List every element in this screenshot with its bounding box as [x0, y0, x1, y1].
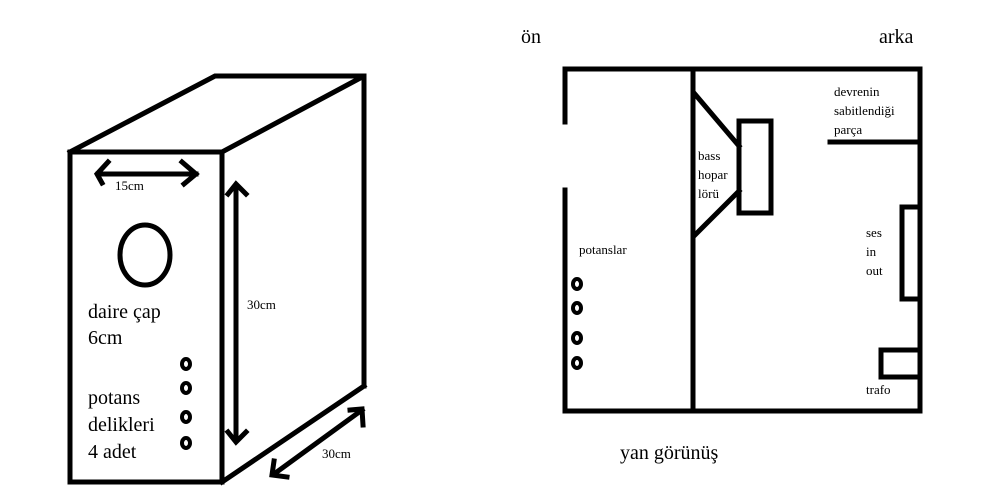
pot-icon: [571, 356, 583, 370]
audio-io-jack-icon: [899, 204, 923, 302]
board-label-line3: parça: [834, 122, 862, 137]
pot-hole-icon: [180, 357, 192, 371]
transformer-label: trafo: [866, 382, 891, 397]
box-3d: 15cm 30cm 30cm daire çap 6cm potans deli…: [66, 73, 368, 486]
side-view: ön arka bass hopar lörü devrenin sabitle…: [521, 26, 923, 464]
speaker-label-line2: hopar: [698, 167, 728, 182]
speaker-label-line3: lörü: [698, 186, 719, 201]
transformer-icon: [878, 347, 923, 380]
holes-note-line3: 4 adet: [88, 441, 137, 463]
speaker-label-line1: bass: [698, 148, 720, 163]
width-arrow-icon: [93, 158, 200, 188]
bass-speaker-icon: [690, 89, 774, 240]
io-label-line1: ses: [866, 225, 882, 240]
width-label: 15cm: [115, 178, 144, 193]
height-arrow-icon: [224, 180, 250, 446]
pot-icon: [571, 277, 583, 291]
holes-note-line2: delikleri: [88, 414, 155, 436]
circle-note-line2: 6cm: [88, 327, 123, 349]
front-label: ön: [521, 26, 541, 48]
height-label: 30cm: [247, 297, 276, 312]
pot-icon: [571, 301, 583, 315]
depth-arrow-icon: [269, 406, 366, 480]
box-top-face: [66, 73, 366, 156]
holes-note-line1: potans: [88, 387, 140, 409]
io-label-line3: out: [866, 263, 883, 278]
pot-holes: [180, 357, 192, 450]
circle-hole-icon: [117, 222, 173, 288]
pots-label: potanslar: [579, 242, 627, 257]
board-label-line2: sabitlendiği: [834, 103, 895, 118]
depth-label: 30cm: [322, 446, 351, 461]
circle-note-line1: daire çap: [88, 301, 161, 323]
board-label-line1: devrenin: [834, 84, 880, 99]
side-view-caption: yan görünüş: [620, 442, 719, 464]
pot-hole-icon: [180, 381, 192, 395]
pots: [571, 277, 583, 370]
io-label-line2: in: [866, 244, 877, 259]
pot-hole-icon: [180, 436, 192, 450]
pot-hole-icon: [180, 410, 192, 424]
box-front-face: [67, 149, 225, 485]
pot-icon: [571, 331, 583, 345]
back-label: arka: [879, 26, 914, 48]
box-bottom-edge: [218, 382, 368, 486]
